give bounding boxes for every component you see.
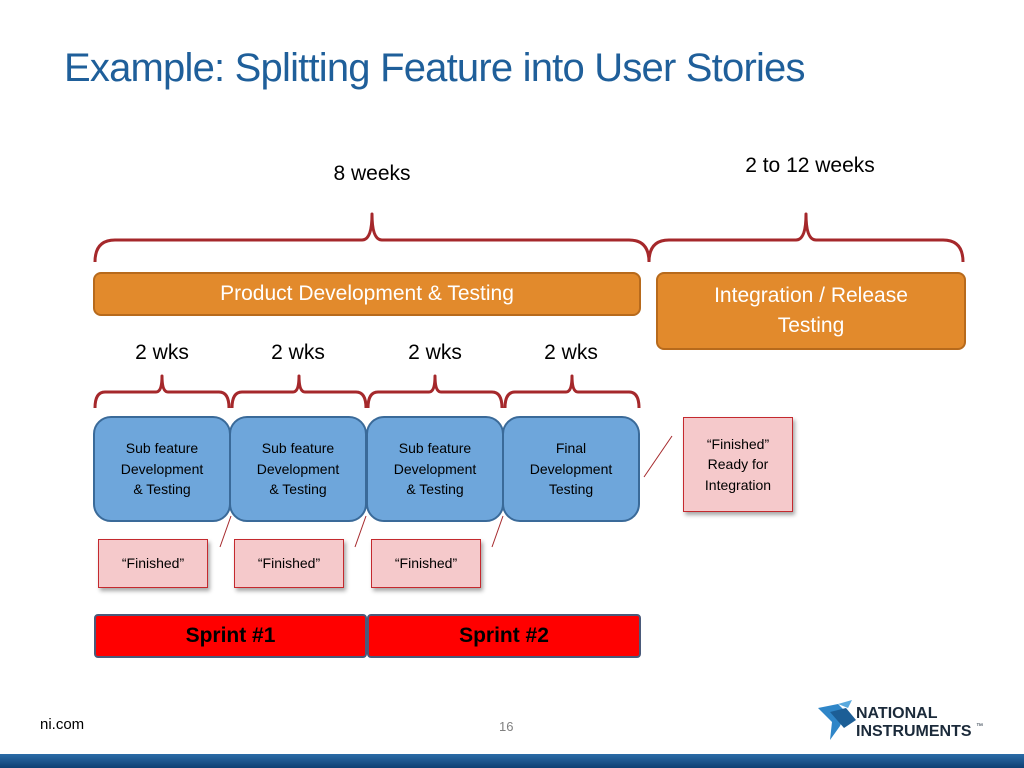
sprint-2-bar: Sprint #2	[367, 614, 641, 658]
sprint-duration-4: 2 wks	[544, 341, 598, 364]
task-box-1: Sub feature Development & Testing	[93, 416, 231, 522]
logo-trademark: ™	[976, 723, 983, 730]
task-3-line2: Development	[393, 460, 477, 477]
eagle-icon	[818, 700, 856, 740]
integration-phase-line1: Integration / Release	[714, 284, 908, 307]
sprint-duration-1: 2 wks	[135, 341, 189, 364]
task-4-line3: Testing	[548, 481, 594, 498]
finished-ready-box: “Finished” Ready for Integration	[683, 417, 793, 512]
integration-phase-duration: 2 to 12 weeks	[745, 154, 875, 177]
task-3-line3: & Testing	[406, 481, 464, 498]
task-box-4: Final Development Testing	[502, 416, 640, 522]
finished-label-2: “Finished”	[234, 539, 344, 588]
logo-line1: NATIONAL	[856, 705, 938, 722]
task-4-line2: Development	[529, 460, 613, 477]
sprint-duration-2: 2 wks	[271, 341, 325, 364]
task-1-line3: & Testing	[133, 481, 191, 498]
page-number: 16	[499, 719, 514, 734]
finished-label-3: “Finished”	[371, 539, 481, 588]
connector-final	[643, 435, 673, 478]
brace-sprint-1	[93, 374, 231, 409]
finished-ready-line3: Integration	[704, 476, 772, 493]
integration-phase-box: Integration / Release Testing	[656, 272, 966, 350]
product-phase-box: Product Development & Testing	[93, 272, 641, 316]
task-4-line1: Final	[555, 440, 587, 457]
sprint-1-bar: Sprint #1	[94, 614, 367, 658]
national-instruments-logo: NATIONAL INSTRUMENTS ™	[818, 700, 983, 740]
brace-integration-phase	[647, 212, 965, 263]
integration-phase-line2: Testing	[777, 314, 845, 337]
footer-bar	[0, 754, 1024, 768]
connector-finished-3	[491, 515, 504, 548]
task-2-line2: Development	[256, 460, 340, 477]
slide-title: Example: Splitting Feature into User Sto…	[64, 46, 806, 90]
footer-site: ni.com	[40, 716, 85, 733]
task-box-3: Sub feature Development & Testing	[366, 416, 504, 522]
task-3-line1: Sub feature	[398, 440, 472, 457]
task-2-line1: Sub feature	[261, 440, 335, 457]
task-2-line3: & Testing	[269, 481, 327, 498]
brace-product-phase	[93, 212, 651, 263]
connector-finished-1	[219, 515, 232, 548]
connector-finished-2	[354, 515, 367, 548]
sprint-duration-3: 2 wks	[408, 341, 462, 364]
logo-line2: INSTRUMENTS	[856, 723, 972, 740]
task-1-line1: Sub feature	[125, 440, 199, 457]
task-box-2: Sub feature Development & Testing	[229, 416, 367, 522]
brace-sprint-4	[503, 374, 641, 409]
product-phase-duration: 8 weeks	[333, 162, 411, 185]
brace-sprint-2	[230, 374, 368, 409]
brace-sprint-3	[366, 374, 504, 409]
finished-ready-line1: “Finished”	[706, 435, 770, 452]
finished-label-1: “Finished”	[98, 539, 208, 588]
task-1-line2: Development	[120, 460, 204, 477]
finished-ready-line2: Ready for	[707, 456, 769, 473]
